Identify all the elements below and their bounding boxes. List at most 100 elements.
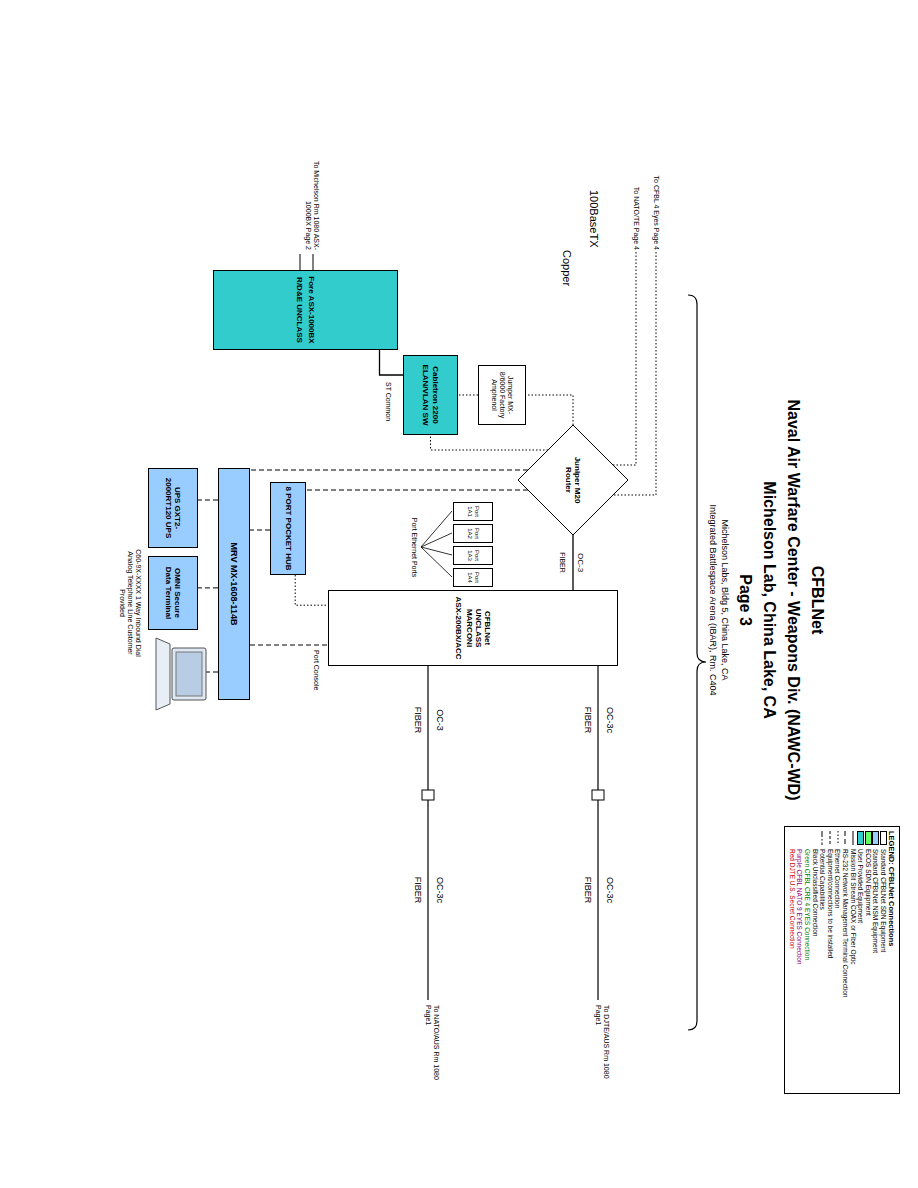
- diamond-shape: [518, 425, 628, 535]
- node-title: Cabletron 2200 ELAN/VLAN SW: [421, 358, 439, 432]
- port-box: Port 1A1: [453, 502, 493, 521]
- destination-label: To Michelson Rm 1080 ASX-1000BX Page 2: [304, 140, 320, 250]
- connector: [250, 530, 270, 531]
- terminal-box: OMNI Secure Data Terminal: [148, 556, 198, 630]
- legend-text: Mission Bit Stream COAX or Fiber Optic: [849, 849, 857, 965]
- legend-text: Green CFBL CRE 4 EYES Connection: [803, 849, 811, 960]
- fiber-coupler: [592, 790, 604, 800]
- legend-swatch: [872, 831, 879, 845]
- legend-line-sample: [835, 831, 841, 845]
- ethernet-line: [613, 252, 636, 465]
- title-line: Naval Air Warfare Center - Weapons Div. …: [784, 380, 802, 820]
- port-box: Port 1A4: [453, 568, 493, 587]
- legend-line-sample: [850, 831, 856, 845]
- connector: [198, 500, 218, 501]
- node-title: Port 1A3: [466, 548, 480, 563]
- bracket: [688, 295, 706, 1030]
- node-subtitle: R/D&E UNCLASS: [295, 273, 304, 347]
- legend-swatch: [880, 831, 887, 845]
- legend-row: Purple CFBL NATO 9 EYES Connection: [796, 831, 804, 1089]
- legend-text: Black Unclassified Connection: [811, 849, 819, 936]
- legend-line: [822, 831, 823, 845]
- node-title: Port 1A2: [466, 526, 480, 541]
- legend-row: Green CFBL CRE 4 EYES Connection: [803, 831, 811, 1089]
- cable-type: OC-3c: [435, 860, 445, 920]
- node-title: Fore ASX-1000BX: [307, 273, 316, 347]
- destination-label: To NATO/TE Page 4: [632, 120, 640, 250]
- legend-line-sample: [804, 831, 810, 845]
- legend-row: Standard CFBLNet NSM Equipment: [872, 831, 880, 1089]
- connector: [250, 470, 528, 471]
- cable-type: FIBER: [583, 860, 593, 920]
- connector: [198, 587, 218, 588]
- legend-line-sample: [812, 831, 818, 845]
- legend-text: ECOS SDN Equipment: [864, 849, 872, 916]
- title-line: Michelson Lab, China Lake, CA: [760, 380, 778, 820]
- leader-line: [421, 511, 452, 577]
- node-title: Port 1A4: [466, 570, 480, 585]
- connector: [380, 350, 404, 375]
- legend-text: RS-232 Network Management Terminal Conne…: [841, 849, 849, 997]
- title: CFBLNet: [808, 380, 826, 820]
- ethernet-line: [613, 252, 656, 495]
- fiber-line: [597, 666, 598, 1000]
- legend-row: Standard CFBLNet SDN Equipment: [879, 831, 887, 1089]
- fiber-line: [427, 666, 428, 1000]
- node-title: Juniper M20 Router: [564, 449, 582, 511]
- cable-type: FIBER: [583, 690, 593, 750]
- legend-line: [845, 831, 846, 845]
- laptop-keyboard: [156, 638, 170, 710]
- legend-swatch: [865, 831, 872, 845]
- connector: [458, 395, 478, 396]
- title-line: Page 3: [736, 380, 754, 820]
- node-subtitle: ASX-200BX/ACC: [454, 593, 463, 663]
- legend-row: ECOS SDN Equipment: [864, 831, 872, 1089]
- port-group-label: Port Ethernet Ports: [410, 505, 418, 590]
- jumper-box: Jumper MX-8/6000 Factory Amphenol: [478, 365, 526, 425]
- legend-row: Ethernet Connection: [834, 831, 842, 1089]
- legend-swatch: [857, 831, 864, 845]
- legend-row: User Provided Equipment: [857, 831, 865, 1089]
- node-title: CFBLNet UNCLASS MARCONI: [465, 593, 493, 663]
- node-title: OMNI Secure Data Terminal: [164, 559, 182, 627]
- router-diamond: Juniper M20 Router: [518, 425, 628, 535]
- cable-type: OC-3: [435, 690, 445, 750]
- connector: [250, 645, 328, 646]
- port-box: Port 1A2: [453, 524, 493, 543]
- connector: [306, 490, 528, 491]
- legend-text: User Provided Equipment: [857, 849, 865, 923]
- ethernet-switch: Cabletron 2200 ELAN/VLAN SW: [403, 355, 458, 435]
- rs232-line: [206, 672, 218, 673]
- legend-row: RS-232 Network Management Terminal Conne…: [841, 831, 849, 1089]
- connector: [526, 395, 573, 425]
- cable-type: FIBER: [558, 540, 566, 585]
- cable-type: OC-3c: [605, 690, 615, 750]
- legend-row: Mission Bit Stream COAX or Fiber Optic: [849, 831, 857, 1089]
- laptop-display: [176, 652, 202, 696]
- legend-text: Red DJTE U.S. Secret Connection: [788, 849, 796, 949]
- cable-type: OC-3c: [605, 860, 615, 920]
- connector-label: ST Common: [384, 382, 392, 432]
- node-title: MRV MX-1608-114B: [229, 471, 239, 697]
- legend-row: Equipment/connections to be installed: [826, 831, 834, 1089]
- destination-label: To NATO/AUS Rm 1080 Page1: [424, 1005, 440, 1095]
- legend-text: Standard CFBLNet SDN Equipment: [879, 849, 887, 952]
- legend-row: Red DJTE U.S. Secret Connection: [788, 831, 796, 1089]
- legend-line: [852, 831, 853, 845]
- legend-line-sample: [789, 831, 795, 845]
- location-line: Michelson Labs, Bldg 5, China Lake, CA: [720, 420, 730, 780]
- edge-label: OC-3: [576, 552, 585, 573]
- node-title: UPS GXT2-2000RT120 UPS: [164, 471, 182, 545]
- cable-type: 100BaseTX: [587, 190, 600, 260]
- laptop-screen: [172, 648, 206, 700]
- port-label: Port Console: [312, 650, 320, 700]
- port-box: Port 1A3: [453, 546, 493, 565]
- legend-text: Equipment/connections to be installed: [826, 849, 834, 959]
- connector: [572, 535, 573, 590]
- destination-label: To DJTE/AUS Rm 1080 Page1: [594, 1005, 610, 1095]
- cable-type: Copper: [560, 250, 573, 310]
- terminal-server: MRV MX-1608-114B: [218, 468, 250, 700]
- fiber-line: [300, 254, 313, 270]
